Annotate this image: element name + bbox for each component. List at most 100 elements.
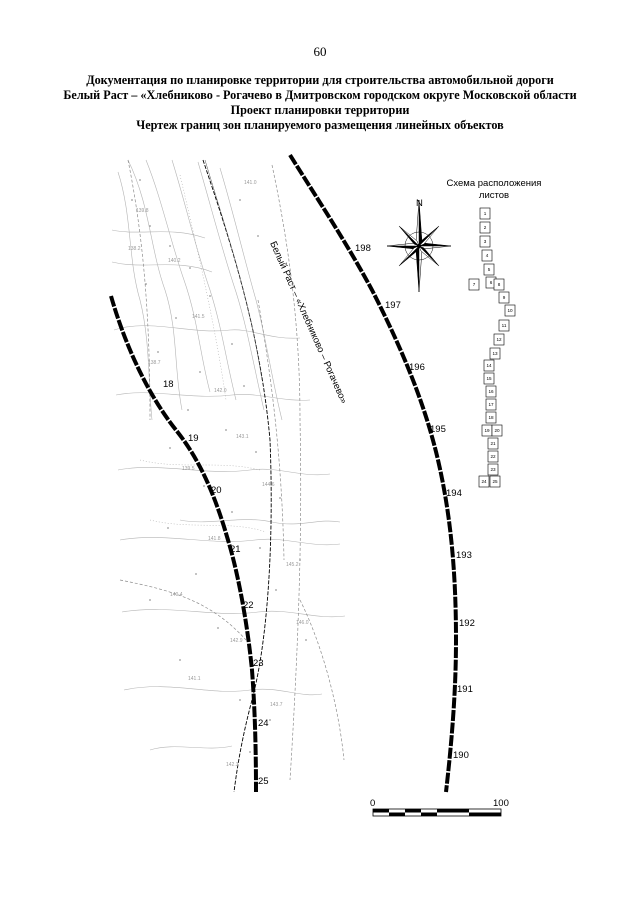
boundary-point-label: 25 [258,776,269,787]
svg-text:144.6: 144.6 [262,482,275,488]
sheet-cell [485,385,497,398]
boundary-point-label: 23 [253,658,264,669]
boundary-point-label: 22 [243,600,254,611]
boundary-point-label: 197 [385,300,401,311]
svg-text:140.4: 140.4 [170,592,183,598]
sheet-number-label: 20 [494,428,500,433]
sheet-cell [478,475,490,488]
svg-text:141.5: 141.5 [192,314,205,320]
svg-text:142.9: 142.9 [230,638,243,644]
boundary-point-label: 195 [430,424,446,435]
sheet-cell [489,475,501,488]
sheet-number-label: 7 [473,282,476,287]
sheet-cell [483,359,495,372]
svg-text:142.3: 142.3 [226,762,239,768]
scale-start-label: 0 [370,798,375,809]
sheet-cell [479,235,491,248]
sheet-cell [479,221,491,234]
sheet-cell [468,278,480,291]
svg-text:139.5: 139.5 [182,466,195,472]
sheet-cell [485,398,497,411]
svg-text:141.1: 141.1 [188,676,201,682]
sheet-number-label: 25 [492,479,498,484]
sheet-number-label: 1 [484,211,487,216]
svg-text:141.0: 141.0 [244,180,257,186]
scale-end-label: 100 [493,798,509,809]
sheet-cell [498,319,510,332]
boundary-point-label: 19 [188,433,199,444]
boundary-point-label: 190 [453,750,469,761]
sheet-number-label: 4 [486,253,489,258]
sheet-number-label: 10 [507,308,513,313]
sheet-number-label: 14 [486,363,492,368]
sheet-number-label: 2 [484,225,487,230]
sheet-number-label: 21 [490,441,496,446]
svg-text:143.1: 143.1 [236,434,249,440]
title-line-2: Белый Раст – «Хлебниково - Рогачево в Дм… [63,88,577,102]
sheet-cell [493,333,505,346]
sheet-number-label: 3 [484,239,487,244]
svg-text:138.2: 138.2 [128,246,141,252]
title-line-1: Документация по планировке территории дл… [86,73,554,87]
svg-text:146.0: 146.0 [296,620,309,626]
sheet-number-label: 13 [492,351,498,356]
sheet-cell [487,450,499,463]
right-boundary-line [288,153,459,793]
compass-rose-icon [386,199,452,293]
svg-text:142.0: 142.0 [214,388,227,394]
boundary-point-label: 24 [258,718,269,729]
sheet-cell [498,291,510,304]
sheet-number-label: 5 [488,267,491,272]
topographic-background: 139.8 140.2 141.5 138.7 142.0 143.1 139.5 144… [111,159,346,792]
sheet-cell [479,207,491,220]
boundary-point-label: 21 [230,544,241,555]
sheet-cell [487,463,499,476]
svg-text:143.7: 143.7 [270,702,283,708]
sheet-number-label: 17 [488,402,494,407]
left-boundary-line [109,295,258,793]
boundary-point-label: 191 [457,684,473,695]
sheet-number-label: 12 [496,337,502,342]
sheet-number-label: 8 [498,282,501,287]
sheet-number-label: 19 [484,428,490,433]
sheet-scheme-title: Схема расположения [447,178,542,189]
road-name-label: Белый Раст – «Хлебниково – Рогачево» [267,240,349,406]
sheet-cell [481,249,493,262]
sheet-number-label: 18 [488,415,494,420]
boundary-point-label: 20 [211,485,222,496]
boundary-point-label: 18 [163,379,174,390]
sheet-cell [504,304,516,317]
sheet-cell [487,437,499,450]
boundary-point-label: 192 [459,618,475,629]
title-line-4: Чертеж границ зон планируемого размещени… [136,118,504,132]
sheet-number-label: 15 [486,376,492,381]
boundary-point-label: 194 [446,488,462,499]
title-line-3: Проект планировки территории [230,103,410,117]
sheet-cell [483,372,495,385]
svg-text:138.7: 138.7 [148,360,161,366]
sheet-cell [489,347,501,360]
sheet-cell [485,411,497,424]
svg-text:139.8: 139.8 [136,208,149,214]
svg-text:141.8: 141.8 [208,536,221,542]
sheet-number-label: 11 [502,323,507,328]
sheet-number-label: 24 [481,479,487,484]
sheet-number-label: 22 [490,454,496,459]
svg-text:145.2: 145.2 [286,562,299,568]
scale-bar [372,808,502,817]
boundary-point-label: 193 [456,550,472,561]
boundary-point-label: 198 [355,243,371,254]
svg-text:140.2: 140.2 [168,258,181,264]
sheet-number-label: 23 [490,467,496,472]
document-title: Документация по планировке территории дл… [0,73,640,133]
sheet-scheme-subtitle: листов [479,190,509,201]
boundary-point-label: 196 [409,362,425,373]
sheet-number-label: 9 [503,295,506,300]
page-number: 60 [313,44,327,59]
north-label: N [416,198,423,209]
sheet-cell [483,263,495,276]
sheet-cell [491,424,503,437]
sheet-cell [493,278,505,291]
